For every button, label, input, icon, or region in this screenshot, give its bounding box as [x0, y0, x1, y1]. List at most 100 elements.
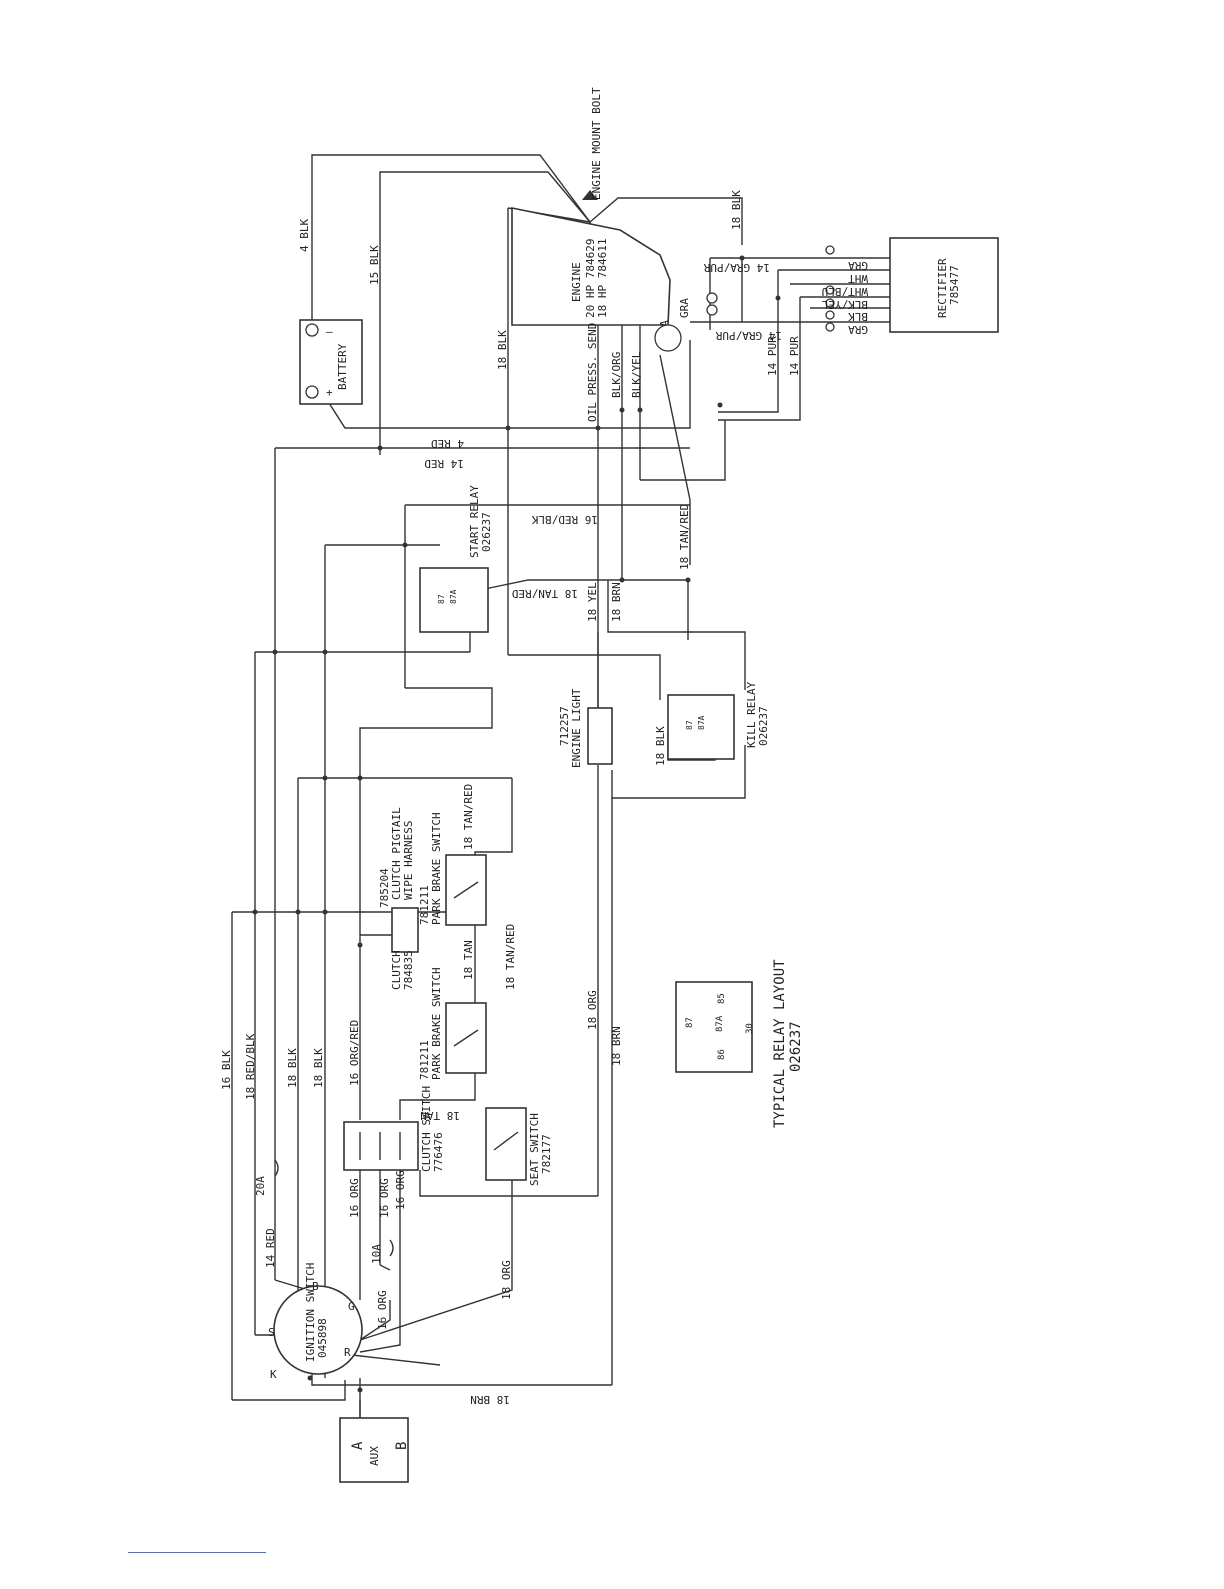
svg-text:18 BLK: 18 BLK: [286, 1048, 299, 1088]
typ-pin-87a: 87A: [715, 1015, 725, 1032]
svg-text:GRA: GRA: [848, 323, 868, 336]
ground-arrow-icon: [582, 190, 598, 200]
svg-text:18 RED/BLK: 18 RED/BLK: [244, 1033, 257, 1100]
typ-pin-86: 86: [717, 1049, 727, 1060]
svg-text:15 BLK: 15 BLK: [368, 245, 381, 285]
svg-text:4 RED: 4 RED: [431, 437, 464, 450]
svg-text:16 ORG: 16 ORG: [378, 1178, 391, 1218]
kill-relay: KILL RELAY 026237 87 87A: [667, 681, 770, 760]
svg-text:BLK/YEL: BLK/YEL: [821, 298, 868, 311]
svg-text:16 BLK: 16 BLK: [220, 1050, 233, 1090]
battery-label: BATTERY: [336, 343, 349, 390]
ign-term-b: B: [312, 1280, 319, 1293]
svg-text:18 BLK: 18 BLK: [654, 726, 667, 766]
park-brake-switch-1: 781211 PARK BRAKE SWITCH: [418, 812, 487, 926]
fuse-10a: 10A: [370, 1239, 394, 1264]
start-relay-pin-87a: 87A: [449, 589, 458, 604]
aux-b: B: [394, 1442, 410, 1450]
svg-text:BLK: BLK: [848, 310, 868, 323]
svg-text:14 PUR: 14 PUR: [788, 336, 801, 376]
svg-text:18 BLK: 18 BLK: [496, 330, 509, 370]
aux-connector: A B AUX: [339, 1417, 410, 1483]
seat-switch-label: SEAT SWITCH: [528, 1113, 541, 1186]
battery-plus: +: [326, 386, 333, 399]
engine-label: ENGINE: [570, 262, 583, 302]
svg-text:4 BLK: 4 BLK: [298, 219, 311, 252]
svg-text:BLK/ORG: BLK/ORG: [610, 352, 623, 398]
svg-text:18 TAN/RED: 18 TAN/RED: [678, 504, 691, 570]
clutch-pigtail-number: 785204: [378, 868, 391, 908]
svg-text:10A: 10A: [370, 1244, 383, 1264]
svg-text:14 GRA/PUR: 14 GRA/PUR: [703, 261, 770, 274]
svg-text:14 GRA/PUR: 14 GRA/PUR: [715, 329, 782, 342]
svg-text:BLK/YEL: BLK/YEL: [630, 351, 643, 398]
start-relay: START RELAY 026237 87 87A: [419, 485, 493, 633]
svg-text:WHT/BLU: WHT/BLU: [822, 285, 868, 298]
svg-text:18 TAN/RED: 18 TAN/RED: [504, 924, 517, 990]
engine-mount-bolt: ENGINE MOUNT BOLT: [582, 87, 603, 200]
kill-relay-number: 026237: [757, 706, 770, 746]
engine-light-label: ENGINE LIGHT: [570, 688, 583, 768]
svg-text:18 BLK: 18 BLK: [312, 1048, 325, 1088]
engine-18hp: 18 HP 784611: [596, 239, 609, 318]
wipe-harness-label: WIPE HARNESS: [402, 821, 415, 900]
ign-term-g: G: [348, 1300, 355, 1313]
svg-text:18 TAN/RED: 18 TAN/RED: [462, 784, 475, 850]
ignition-switch: IGNITION SWITCH 045898 S B G K R: [268, 1263, 363, 1381]
svg-text:16 ORG: 16 ORG: [394, 1170, 407, 1210]
engine-gra-1: GRA: [678, 298, 691, 318]
svg-text:OIL PRESS. SEND: OIL PRESS. SEND: [586, 323, 599, 422]
ign-term-s: S: [268, 1326, 275, 1339]
typ-pin-30: 30: [745, 1023, 755, 1034]
park-brake-switch-2: 781211 PARK BRAKE SWITCH: [418, 967, 487, 1080]
rectifier-label: RECTIFIER: [936, 258, 949, 318]
svg-text:18 ORG: 18 ORG: [586, 990, 599, 1030]
battery: BATTERY — +: [299, 319, 363, 405]
svg-text:WHT: WHT: [848, 272, 868, 285]
engine-20hp: 20 HP 784629: [584, 239, 597, 318]
park-brake-2-label: PARK BRAKE SWITCH: [430, 967, 443, 1080]
typical-relay-number: 026237: [788, 1021, 804, 1072]
typ-pin-87: 87: [685, 1017, 695, 1028]
svg-text:18 ORG: 18 ORG: [500, 1260, 513, 1300]
ign-term-r: R: [344, 1346, 351, 1359]
ignition-label: IGNITION SWITCH: [304, 1263, 317, 1362]
start-relay-number: 026237: [480, 512, 493, 552]
clutch-number: 784835: [402, 950, 415, 990]
svg-text:16 ORG: 16 ORG: [348, 1178, 361, 1218]
start-relay-pin-87: 87: [437, 594, 446, 604]
clutch-pigtail-label: CLUTCH PIGTAIL: [390, 807, 403, 900]
seat-switch-number: 782177: [540, 1134, 553, 1174]
typical-relay-layout: 87 87A 85 86 30 TYPICAL RELAY LAYOUT 026…: [675, 959, 804, 1128]
fuse-20a: 20A: [254, 1159, 279, 1196]
park-brake-1-number: 781211: [418, 885, 431, 925]
battery-minus: —: [326, 325, 333, 338]
park-brake-1-label: PARK BRAKE SWITCH: [430, 812, 443, 925]
svg-text:18 BRN: 18 BRN: [610, 582, 623, 622]
svg-text:14 PUR: 14 PUR: [766, 336, 779, 376]
clutch-label: CLUTCH: [390, 950, 403, 990]
ignition-label-2: 045898: [316, 1318, 329, 1358]
svg-text:16 ORG: 16 ORG: [376, 1290, 389, 1330]
ign-term-k: K: [270, 1368, 277, 1381]
svg-text:14 RED: 14 RED: [264, 1228, 277, 1268]
aux-label: AUX: [368, 1446, 381, 1466]
clutch: CLUTCH 784835 785204 CLUTCH PIGTAIL WIPE…: [378, 807, 419, 990]
svg-text:18 BRN: 18 BRN: [470, 1393, 510, 1406]
svg-text:18 YEL: 18 YEL: [586, 582, 599, 622]
engine-light: 712257 ENGINE LIGHT: [558, 688, 613, 768]
typical-relay-title: TYPICAL RELAY LAYOUT: [772, 959, 788, 1128]
aux-a: A: [350, 1441, 366, 1450]
svg-text:18 BLK: 18 BLK: [730, 190, 743, 230]
engine-mount-label: ENGINE MOUNT BOLT: [590, 87, 603, 200]
clutch-switch-label: CLUTCH SWITCH: [420, 1086, 433, 1172]
svg-text:20A: 20A: [254, 1176, 267, 1196]
kill-relay-pin-87a: 87A: [697, 715, 706, 730]
typ-pin-85: 85: [717, 993, 727, 1004]
kill-relay-label: KILL RELAY: [745, 681, 758, 748]
svg-text:16 RED/BLK: 16 RED/BLK: [531, 513, 598, 526]
wire-labels: 4 BLK 15 BLK 18 BLK 18 BLK OIL PRESS. SE…: [220, 190, 868, 1406]
svg-text:18 TAN: 18 TAN: [420, 1109, 460, 1122]
